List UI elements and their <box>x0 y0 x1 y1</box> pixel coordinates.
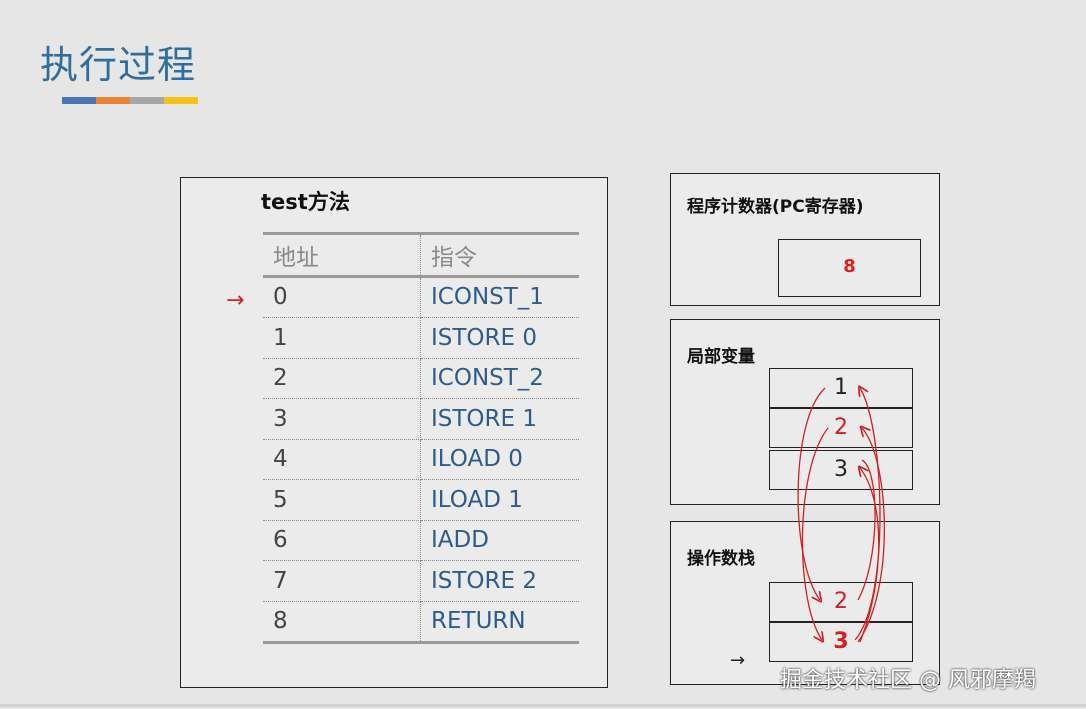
instruction-address: 5 <box>263 479 421 521</box>
page-title: 执行过程 <box>40 43 197 87</box>
instruction-address: 0 <box>263 276 421 318</box>
instruction-opcode: IADD <box>420 520 579 561</box>
local-variables-title: 局部变量 <box>687 347 755 367</box>
instruction-opcode: ILOAD 0 <box>420 439 579 480</box>
operand-stack-slot-top: 2 <box>769 582 913 622</box>
instruction-address: 4 <box>263 439 421 480</box>
pc-register-panel: 程序计数器(PC寄存器) 8 <box>670 173 940 306</box>
current-instruction-arrow-icon: → <box>226 288 245 313</box>
instruction-address: 6 <box>263 520 421 561</box>
operand-stack-title: 操作数栈 <box>687 549 755 569</box>
instruction-opcode: RETURN <box>420 601 579 643</box>
color-bar-segment <box>62 97 96 104</box>
bottom-rule <box>0 704 1086 707</box>
method-title: test方法 <box>261 190 350 214</box>
color-bar-segment <box>164 97 198 104</box>
instruction-address: 8 <box>263 601 421 643</box>
instruction-opcode: ISTORE 0 <box>420 317 579 359</box>
instruction-opcode: ICONST_2 <box>420 358 579 399</box>
operand-stack-panel: 操作数栈 2 3 <box>670 521 940 685</box>
local-variable-slot-2: 3 <box>769 450 913 490</box>
instruction-opcode: ISTORE 2 <box>420 560 579 602</box>
instruction-address: 7 <box>263 560 421 602</box>
watermark: 掘金技术社区 @ 风邪摩羯 <box>780 668 1036 693</box>
instruction-opcode: ISTORE 1 <box>420 398 579 440</box>
instruction-header: 指令 <box>420 233 579 278</box>
local-variable-slot-0: 1 <box>769 368 913 408</box>
instruction-address: 1 <box>263 317 421 359</box>
instruction-opcode: ICONST_1 <box>420 276 579 318</box>
stack-pointer-arrow-icon: → <box>730 650 746 671</box>
local-variables-panel: 局部变量 1 2 3 <box>670 319 940 505</box>
color-bar-segment <box>96 97 130 104</box>
operand-stack-slot-bottom: 3 <box>769 622 913 662</box>
instruction-opcode: ILOAD 1 <box>420 479 579 521</box>
instruction-address: 2 <box>263 358 421 399</box>
color-bar-segment <box>130 97 164 104</box>
address-header: 地址 <box>263 233 421 278</box>
pc-value: 8 <box>843 256 856 277</box>
local-variable-slot-1: 2 <box>769 408 913 448</box>
title-color-bar <box>62 97 198 104</box>
instruction-address: 3 <box>263 398 421 440</box>
table-header-row: 地址 指令 <box>263 233 579 278</box>
pc-title: 程序计数器(PC寄存器) <box>687 197 864 217</box>
pc-value-box: 8 <box>778 239 921 297</box>
